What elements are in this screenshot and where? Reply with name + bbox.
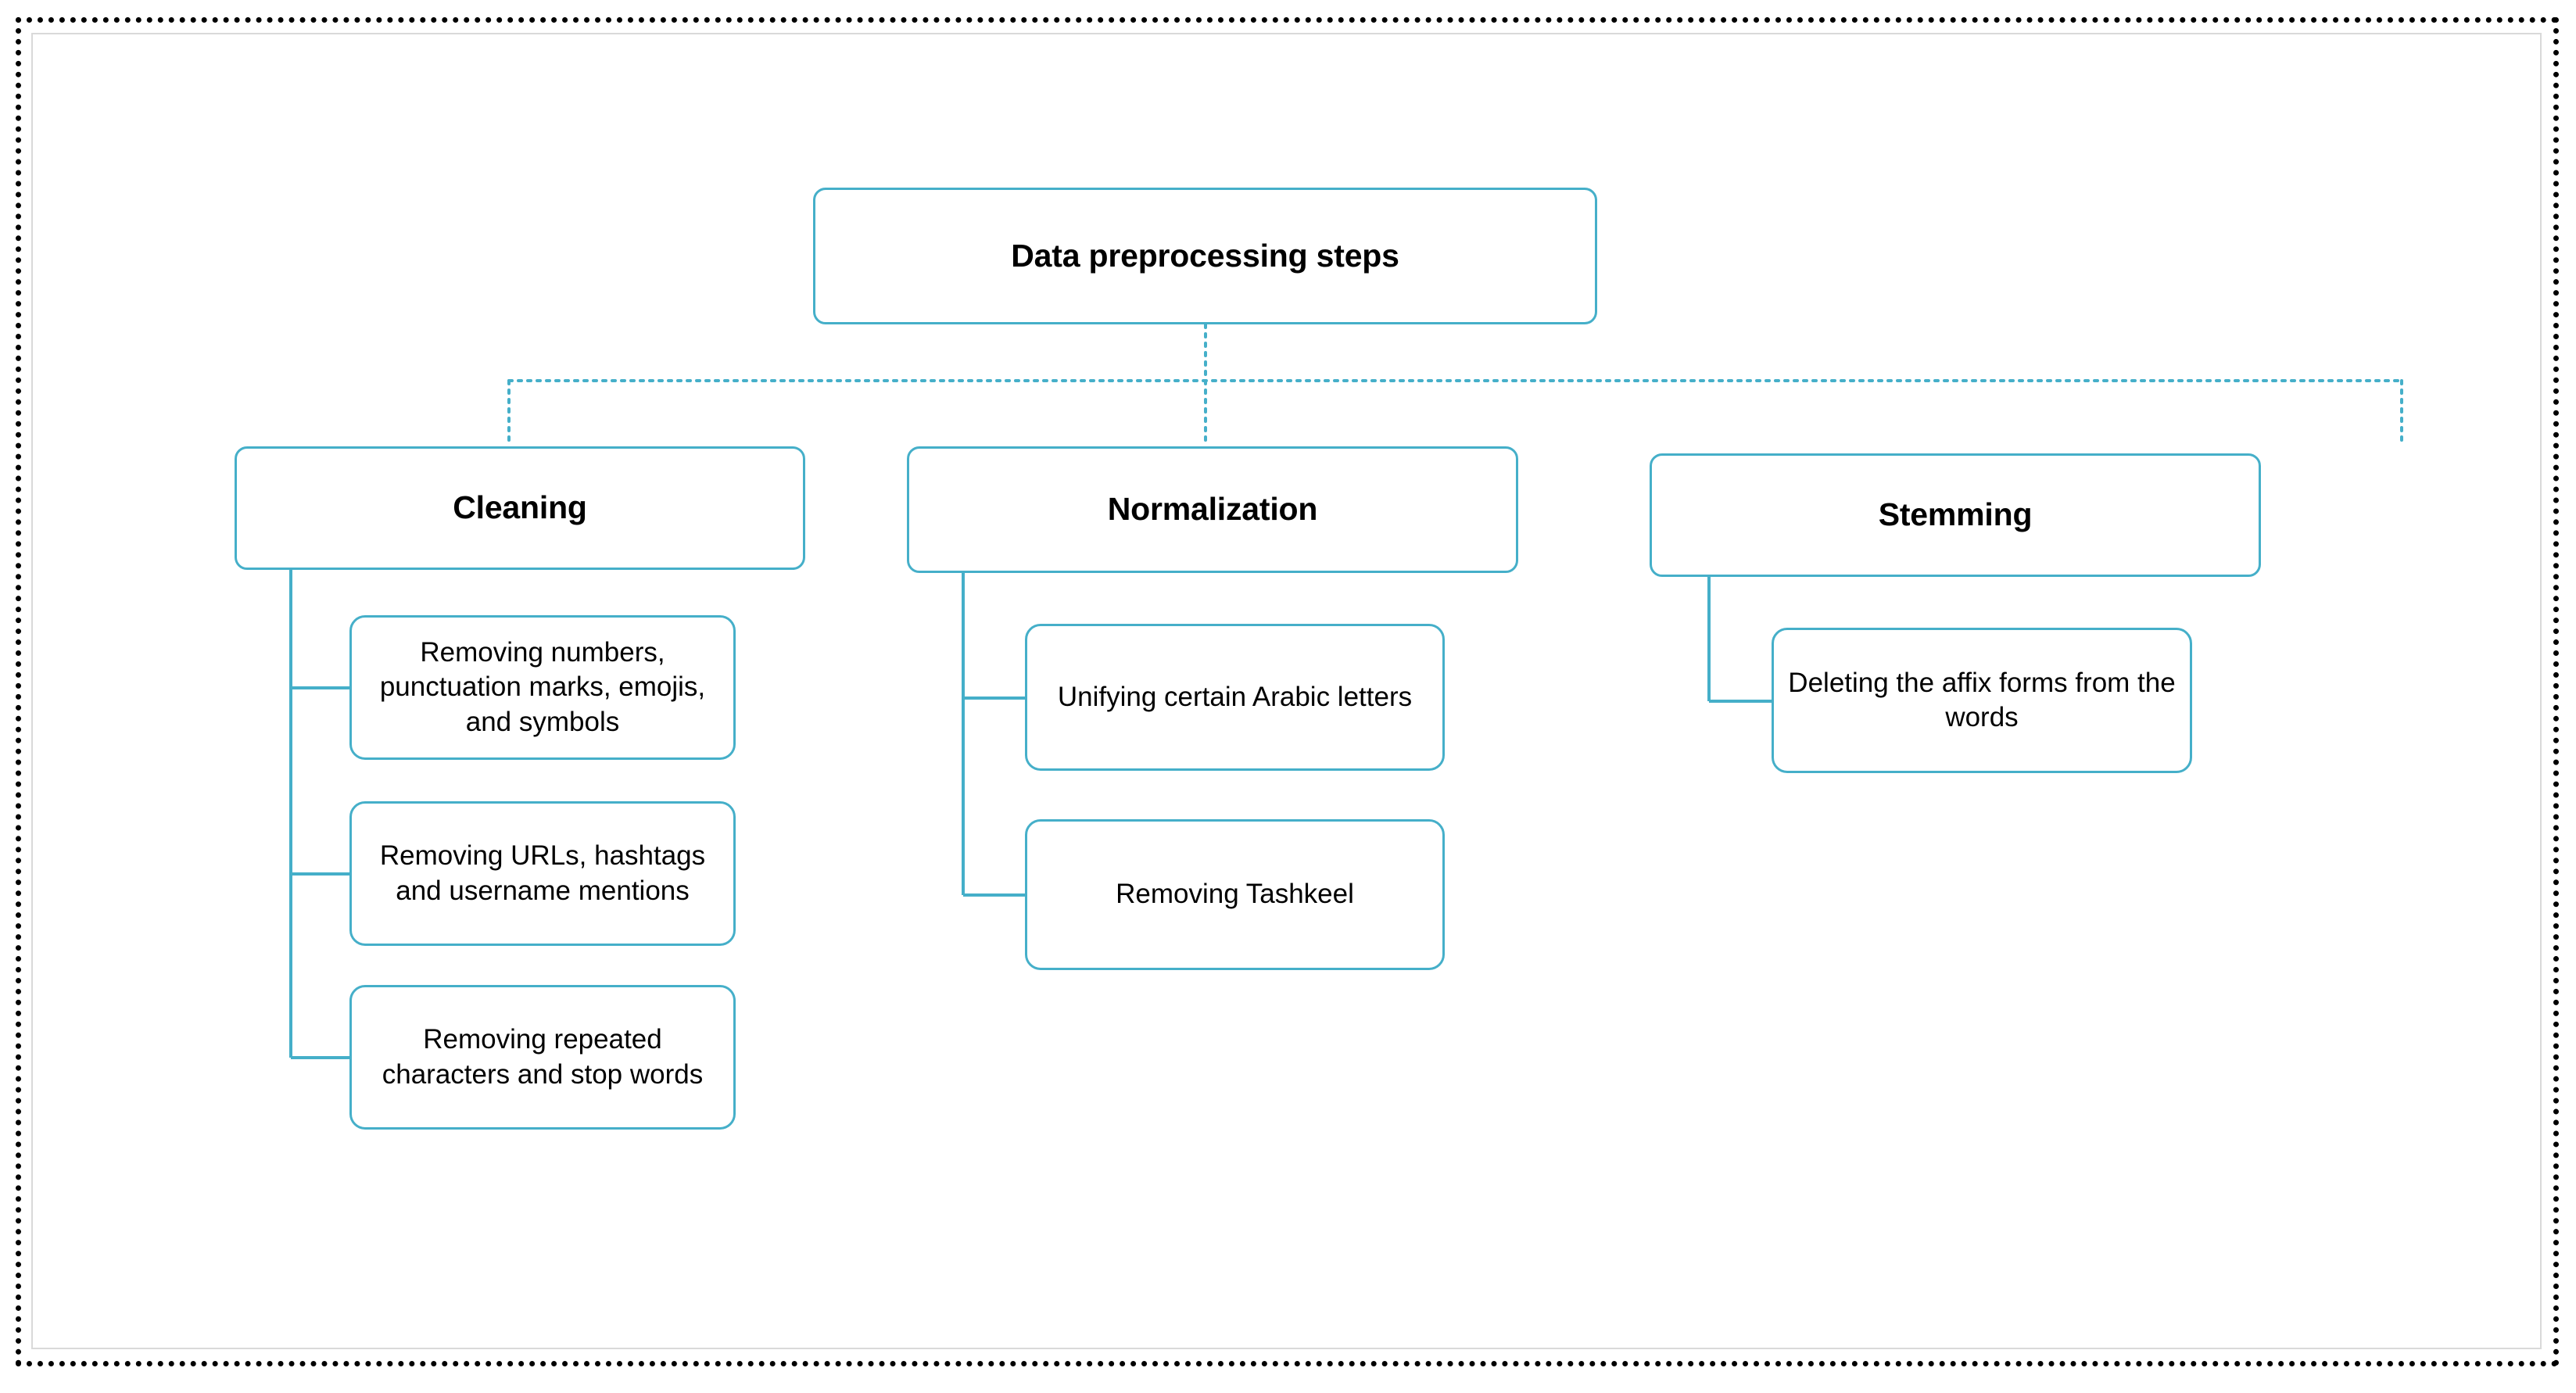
node-stemming[interactable]: Stemming	[1650, 453, 2261, 577]
node-cleaning-child-1[interactable]: Removing numbers, punctuation marks, emo…	[349, 615, 736, 760]
node-normalization-child-1-label: Unifying certain Arabic letters	[1057, 681, 1413, 712]
node-root[interactable]: Data preprocessing steps	[813, 188, 1597, 324]
node-normalization-child-2[interactable]: Removing Tashkeel	[1025, 819, 1445, 970]
node-cleaning-child-1-label: Removing numbers, punctuation marks, emo…	[379, 637, 706, 737]
node-normalization-label: Normalization	[1107, 491, 1318, 528]
node-root-label: Data preprocessing steps	[1011, 237, 1399, 274]
node-normalization-child-2-label: Removing Tashkeel	[1116, 879, 1354, 910]
node-cleaning-child-2[interactable]: Removing URLs, hashtags and username men…	[349, 801, 736, 946]
node-cleaning-child-3[interactable]: Removing repeated characters and stop wo…	[349, 985, 736, 1130]
node-cleaning-child-3-label: Removing repeated characters and stop wo…	[382, 1024, 704, 1090]
node-cleaning[interactable]: Cleaning	[235, 446, 805, 570]
node-cleaning-child-2-label: Removing URLs, hashtags and username men…	[379, 840, 706, 906]
node-stemming-label: Stemming	[1878, 496, 2033, 533]
node-stemming-child-1-label: Deleting the affix forms from the words	[1788, 667, 2176, 732]
outer-dotted-border	[16, 17, 2559, 1366]
node-cleaning-label: Cleaning	[453, 489, 587, 526]
node-stemming-child-1[interactable]: Deleting the affix forms from the words	[1772, 628, 2192, 773]
node-normalization[interactable]: Normalization	[907, 446, 1518, 573]
node-normalization-child-1[interactable]: Unifying certain Arabic letters	[1025, 624, 1445, 771]
